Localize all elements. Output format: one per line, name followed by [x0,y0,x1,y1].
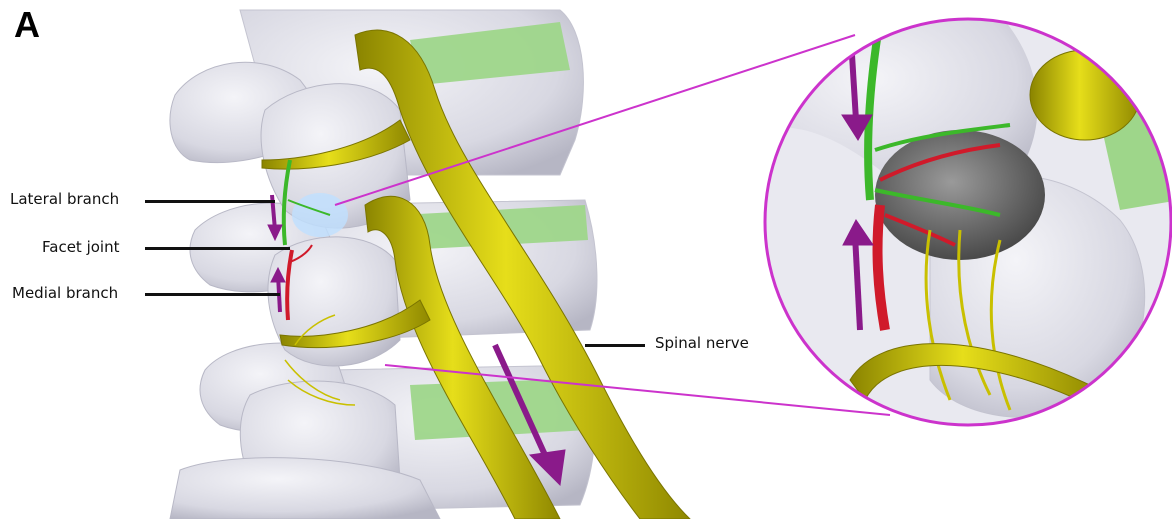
zoom-nerve-root [1030,50,1140,140]
spine-main-view [170,10,690,519]
panel-letter: A [14,4,40,46]
label-medial-branch: Medial branch [12,284,118,302]
leader-line-spinal-nerve [585,344,645,347]
label-facet-joint: Facet joint [42,238,119,256]
label-lateral-branch: Lateral branch [10,190,119,208]
leader-line-medial-branch [145,293,280,296]
label-spinal-nerve: Spinal nerve [655,334,749,352]
leader-line-lateral-branch [145,200,275,203]
leader-line-facet-joint [145,247,290,250]
facet-joint-region [292,193,348,237]
